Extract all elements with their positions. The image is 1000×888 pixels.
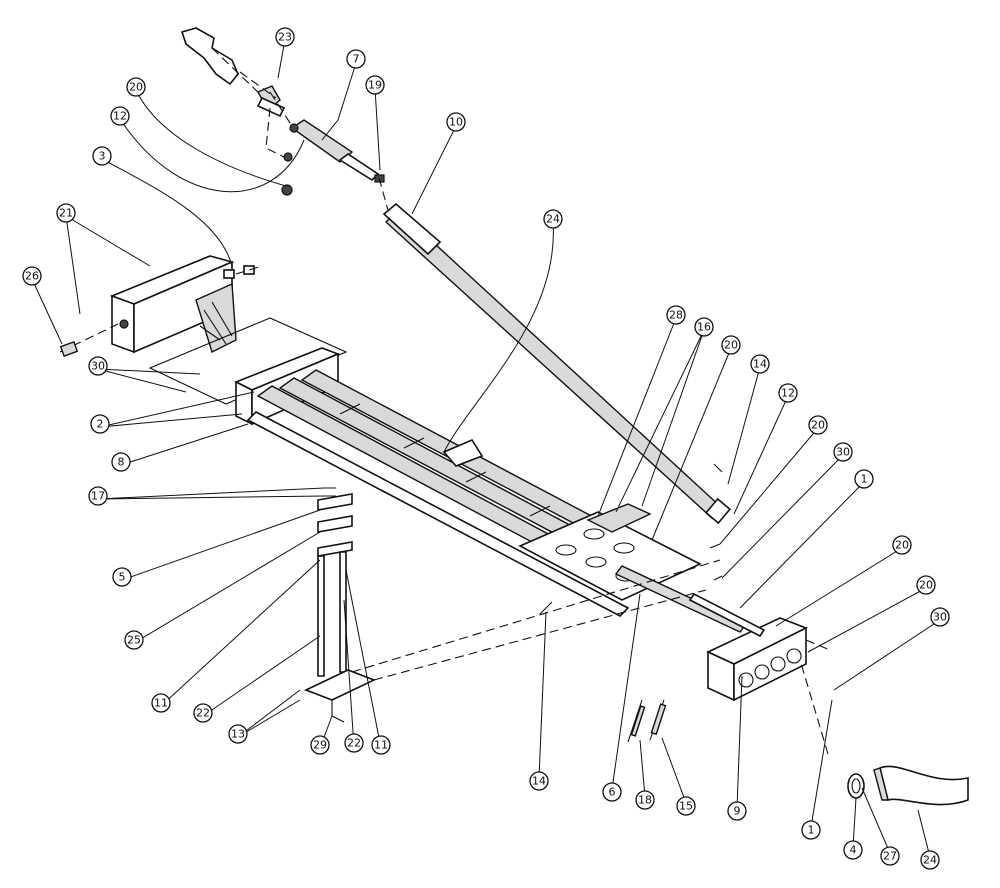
- svg-text:15: 15: [679, 800, 693, 813]
- callout[interactable]: 2: [90, 414, 110, 434]
- callout[interactable]: 20: [892, 535, 912, 555]
- svg-text:8: 8: [118, 456, 125, 469]
- svg-text:28: 28: [669, 309, 683, 322]
- callout[interactable]: 22: [193, 703, 213, 723]
- hardware-screws: [324, 463, 831, 755]
- svg-text:20: 20: [895, 539, 909, 552]
- svg-text:11: 11: [154, 697, 168, 710]
- svg-text:23: 23: [278, 31, 292, 44]
- callout[interactable]: 16: [694, 317, 714, 337]
- callout[interactable]: 1: [854, 469, 874, 489]
- callouts: 23 7 19 10 20 12 3 24 21 26 30 2 8 17 5 …: [22, 27, 950, 870]
- svg-text:16: 16: [697, 321, 711, 334]
- callout[interactable]: 18: [635, 790, 655, 810]
- callout[interactable]: 1: [801, 820, 821, 840]
- gas-spring: [269, 91, 380, 182]
- svg-text:5: 5: [119, 571, 126, 584]
- svg-text:17: 17: [91, 490, 105, 503]
- callout[interactable]: 30: [833, 442, 853, 462]
- svg-text:3: 3: [99, 150, 106, 163]
- callout[interactable]: 14: [529, 771, 549, 791]
- callout[interactable]: 8: [111, 452, 131, 472]
- svg-text:20: 20: [811, 419, 825, 432]
- svg-text:30: 30: [91, 360, 105, 373]
- callout[interactable]: 27: [880, 846, 900, 866]
- nut-part: [281, 184, 293, 196]
- callout[interactable]: 17: [88, 486, 108, 506]
- svg-text:29: 29: [313, 739, 327, 752]
- svg-text:24: 24: [546, 213, 560, 226]
- svg-text:12: 12: [781, 387, 795, 400]
- callout[interactable]: 30: [930, 607, 950, 627]
- callout[interactable]: 15: [676, 796, 696, 816]
- svg-text:18: 18: [638, 794, 652, 807]
- svg-text:26: 26: [25, 270, 39, 283]
- callout[interactable]: 10: [446, 112, 466, 132]
- callout[interactable]: 6: [602, 782, 622, 802]
- callout[interactable]: 14: [750, 354, 770, 374]
- end-housing: [614, 565, 808, 702]
- svg-text:22: 22: [347, 737, 361, 750]
- svg-text:24: 24: [923, 854, 937, 867]
- callout[interactable]: 21: [56, 203, 76, 223]
- svg-text:10: 10: [449, 116, 463, 129]
- svg-text:4: 4: [850, 844, 857, 857]
- svg-text:7: 7: [353, 53, 360, 66]
- callout[interactable]: 20: [808, 415, 828, 435]
- callout[interactable]: 12: [778, 383, 798, 403]
- callout[interactable]: 20: [721, 335, 741, 355]
- callout[interactable]: 29: [310, 735, 330, 755]
- svg-text:14: 14: [753, 358, 767, 371]
- callout[interactable]: 28: [666, 305, 686, 325]
- gasket-sheet: [148, 317, 348, 405]
- svg-text:30: 30: [933, 611, 947, 624]
- svg-text:19: 19: [368, 79, 382, 92]
- callout[interactable]: 24: [543, 209, 563, 229]
- callout[interactable]: 26: [22, 266, 42, 286]
- callout[interactable]: 3: [92, 146, 112, 166]
- callout[interactable]: 22: [344, 733, 364, 753]
- bumper-cover: [442, 438, 969, 806]
- svg-text:13: 13: [231, 728, 245, 741]
- callout[interactable]: 30: [88, 356, 108, 376]
- svg-text:21: 21: [59, 207, 73, 220]
- svg-text:20: 20: [129, 81, 143, 94]
- svg-text:1: 1: [861, 473, 868, 486]
- callout[interactable]: 11: [151, 693, 171, 713]
- callout[interactable]: 20: [126, 77, 146, 97]
- callout[interactable]: 7: [346, 49, 366, 69]
- svg-text:20: 20: [919, 579, 933, 592]
- svg-text:22: 22: [196, 707, 210, 720]
- callout[interactable]: 13: [228, 724, 248, 744]
- callout[interactable]: 12: [110, 106, 130, 126]
- svg-text:2: 2: [97, 418, 104, 431]
- callout[interactable]: 20: [916, 575, 936, 595]
- svg-text:30: 30: [836, 446, 850, 459]
- stand-leg: [303, 493, 721, 723]
- svg-text:1: 1: [808, 824, 815, 837]
- handle-bracket: [180, 27, 291, 161]
- svg-text:20: 20: [724, 339, 738, 352]
- svg-text:14: 14: [532, 775, 546, 788]
- svg-text:27: 27: [883, 850, 897, 863]
- callout[interactable]: 9: [727, 801, 747, 821]
- svg-text:12: 12: [113, 110, 127, 123]
- end-cap: [847, 773, 865, 799]
- callout[interactable]: 4: [843, 840, 863, 860]
- callout[interactable]: 11: [371, 735, 391, 755]
- long-rod: [378, 177, 732, 525]
- callout[interactable]: 23: [275, 27, 295, 47]
- callout[interactable]: 24: [920, 850, 940, 870]
- side-housing: [59, 255, 263, 357]
- callout[interactable]: 5: [112, 567, 132, 587]
- tray-plate: [518, 503, 702, 601]
- callout[interactable]: 25: [124, 630, 144, 650]
- svg-text:11: 11: [374, 739, 388, 752]
- callout[interactable]: 19: [365, 75, 385, 95]
- svg-text:25: 25: [127, 634, 141, 647]
- leader-lines: [31, 39, 941, 858]
- svg-text:6: 6: [609, 786, 616, 799]
- svg-text:9: 9: [734, 805, 741, 818]
